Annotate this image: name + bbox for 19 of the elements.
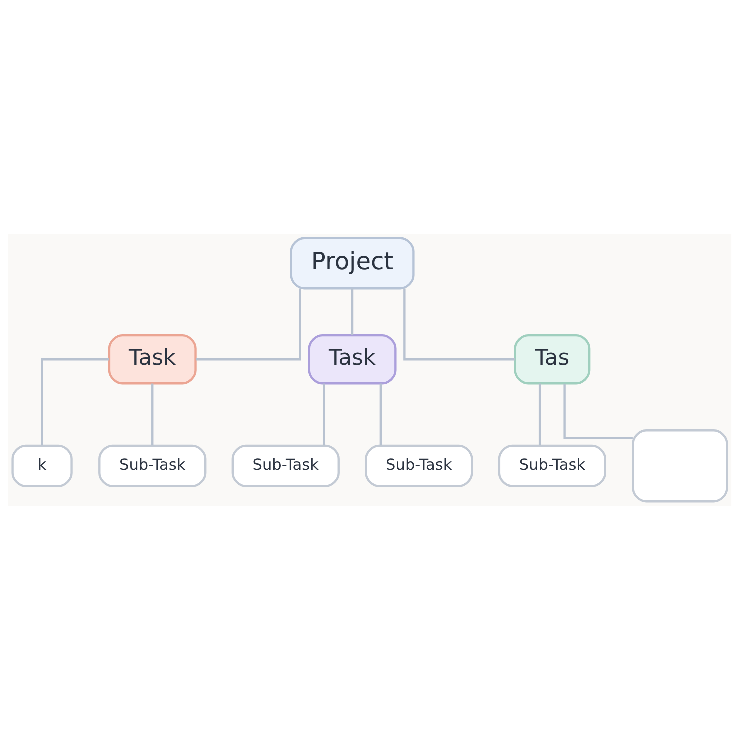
node-box: Tas xyxy=(514,334,591,385)
connector xyxy=(380,384,382,446)
node-box: Sub-Task xyxy=(98,444,207,488)
node-box: Task xyxy=(308,334,397,385)
connector xyxy=(196,288,302,361)
node-box xyxy=(632,430,728,503)
connector xyxy=(351,288,354,336)
connector xyxy=(152,384,154,446)
node-box: Sub-Task xyxy=(365,444,474,488)
connector xyxy=(538,384,542,446)
connector xyxy=(404,288,516,361)
node-box: Sub-Task xyxy=(498,444,606,488)
node-box: Task xyxy=(108,334,197,385)
node-box: Sub-Task xyxy=(232,444,340,488)
connector xyxy=(323,384,326,446)
connector xyxy=(41,358,110,446)
node-box: k xyxy=(12,444,73,488)
node-box: Project xyxy=(290,237,415,290)
connector xyxy=(564,384,633,440)
